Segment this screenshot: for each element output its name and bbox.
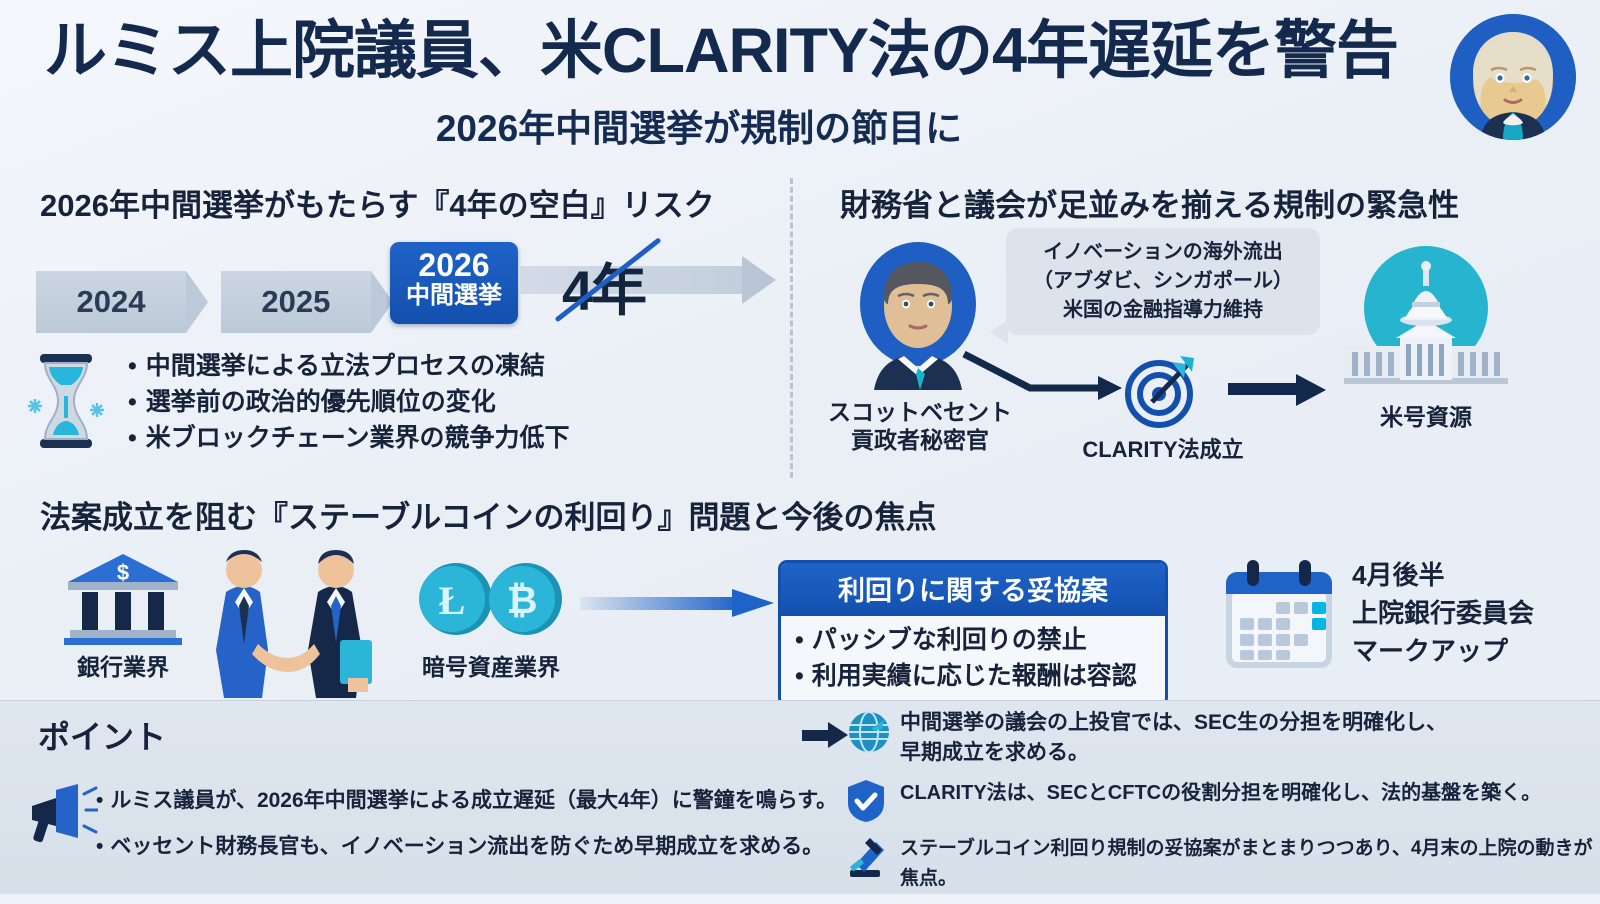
person-name: スコットベセント [828, 399, 1012, 425]
calendar-caption: 4月後半 上院銀行委員会 マークアップ [1352, 556, 1592, 670]
points-title: ポイント [38, 719, 167, 755]
gap-bar [520, 266, 750, 294]
innovation-callout-bubble: イノベーションの海外流出 （アブダビ、シンガポール） 米国の金融指導力維持 [990, 228, 1320, 344]
calendar-line-1: 4月後半 [1352, 560, 1445, 590]
svg-text:₿: ₿ [507, 580, 538, 622]
points-left-list: ルミス議員が、2026年中間選挙による成立遅延（最大4年）に警鐘を鳴らす。 ベッ… [96, 778, 837, 870]
page-subtitle: 2026年中間選挙が規制の節目に [435, 108, 963, 149]
globe-icon [849, 711, 889, 753]
timeline-highlight-2026: 2026 中間選挙 [390, 242, 518, 324]
gavel-icon [846, 834, 900, 880]
list-item: ルミス議員が、2026年中間選挙による成立遅延（最大4年）に警鐘を鳴らす。 [96, 778, 837, 824]
calendar-icon [1220, 558, 1338, 674]
svg-text:Ł: Ł [439, 578, 466, 623]
point-line-1: ステーブルコイン利回り規制の妥協案がまとまりつつあり、4月末の上院の動きが焦点。 [900, 838, 1593, 889]
list-item: 中間選挙による立法プロセスの凍結 [128, 348, 570, 384]
target-icon [1122, 352, 1200, 430]
highlight-event: 中間選挙 [406, 282, 502, 309]
right-section-heading: 財務省と議会が足並みを揃える規制の緊急性 [840, 188, 1460, 223]
person-caption: スコットベセント 貢政者秘密官 [820, 398, 1020, 454]
list-item: 中間選挙の議会の上投官では、SEC生の分担を明確化し、 早期成立を求める。 [802, 708, 1600, 768]
bubble-line-2: （アブダビ、シンガポール） [1033, 270, 1293, 292]
middle-flow-arrow-icon [580, 589, 774, 617]
lummis-portrait-icon [1450, 14, 1576, 140]
bank-label: 銀行業界 [77, 654, 169, 680]
target-to-capitol-arrow-icon [1228, 374, 1326, 406]
crypto-coins-icon: Ł ₿ [416, 560, 562, 638]
person-to-target-arrow-icon [962, 350, 1122, 400]
compromise-list: パッシブな利回りの禁止 利用実績に応じた報酬は容認 [781, 616, 1165, 704]
megaphone-icon [26, 782, 100, 844]
bessent-portrait-icon [854, 238, 982, 390]
list-item: 選挙前の政治的優先順位の変化 [128, 384, 570, 420]
right-arrow-icon [802, 708, 900, 754]
bank-icon: $ [62, 552, 184, 646]
svg-text:$: $ [117, 560, 129, 585]
crypto-label: 暗号資産業界 [422, 654, 560, 680]
gap-label: 4年 [562, 259, 647, 322]
hourglass-icon [20, 348, 112, 454]
points-right-list: 中間選挙の議会の上投官では、SEC生の分担を明確化し、 早期成立を求める。 CL… [802, 708, 1600, 904]
compromise-title: 利回りに関する妥協案 [781, 563, 1165, 616]
timeline: 2024 2025 [36, 250, 468, 333]
list-item: ステーブルコイン利回り規制の妥協案がまとまりつつあり、4月末の上院の動きが焦点。 [846, 834, 1600, 894]
avatar [1450, 14, 1576, 140]
point-line-1: CLARITY法は、SECとCFTCの役割分担を明確化し、法的基盤を築く。 [900, 782, 1542, 804]
page-title: ルミス上院議員、米CLARITY法の4年遅延を警告 [44, 16, 1399, 86]
target-label: CLARITY法成立 [1082, 437, 1244, 462]
shield-check-icon [846, 778, 900, 824]
capitol-icon [1326, 240, 1526, 390]
point-line-1: 中間選挙の議会の上投官では、SEC生の分担を明確化し、 [900, 711, 1448, 734]
bubble-line-1: イノベーションの海外流出 [1043, 241, 1283, 263]
person-role: 貢政者秘密官 [851, 427, 989, 453]
calendar-line-3: マークアップ [1352, 636, 1509, 666]
list-item: パッシブな利回りの禁止 [795, 622, 1155, 658]
compromise-box: 利回りに関する妥協案 パッシブな利回りの禁止 利用実績に応じた報酬は容認 [778, 560, 1168, 707]
middle-section-heading: 法案成立を阻む『ステーブルコインの利回り』問題と今後の焦点 [40, 500, 937, 535]
left-bullet-list: 中間選挙による立法プロセスの凍結 選挙前の政治的優先順位の変化 米ブロックチェー… [128, 348, 570, 456]
bubble-line-3: 米国の金融指導力維持 [1063, 299, 1263, 321]
left-section-heading: 2026年中間選挙がもたらす『4年の空白』リスク [40, 188, 715, 223]
capitol-label: 米号資源 [1380, 404, 1472, 430]
calendar-line-2: 上院銀行委員会 [1352, 598, 1535, 628]
list-item: 米ブロックチェーン業界の競争力低下 [128, 420, 570, 456]
list-item: CLARITY法は、SECとCFTCの役割分担を明確化し、法的基盤を築く。 [846, 778, 1600, 824]
list-item: ベッセント財務長官も、イノベーション流出を防ぐため早期成立を求める。 [96, 824, 826, 870]
handshake-illustration [198, 540, 384, 700]
vertical-divider [790, 178, 793, 478]
highlight-year: 2026 [418, 247, 490, 283]
timeline-step-2024: 2024 [36, 271, 208, 333]
point-line-2: 早期成立を求める。 [900, 741, 1089, 764]
gap-arrowhead-icon [742, 256, 776, 304]
timeline-step-2025: 2025 [220, 271, 393, 333]
list-item: 利用実績に応じた報酬は容認 [795, 658, 1155, 694]
